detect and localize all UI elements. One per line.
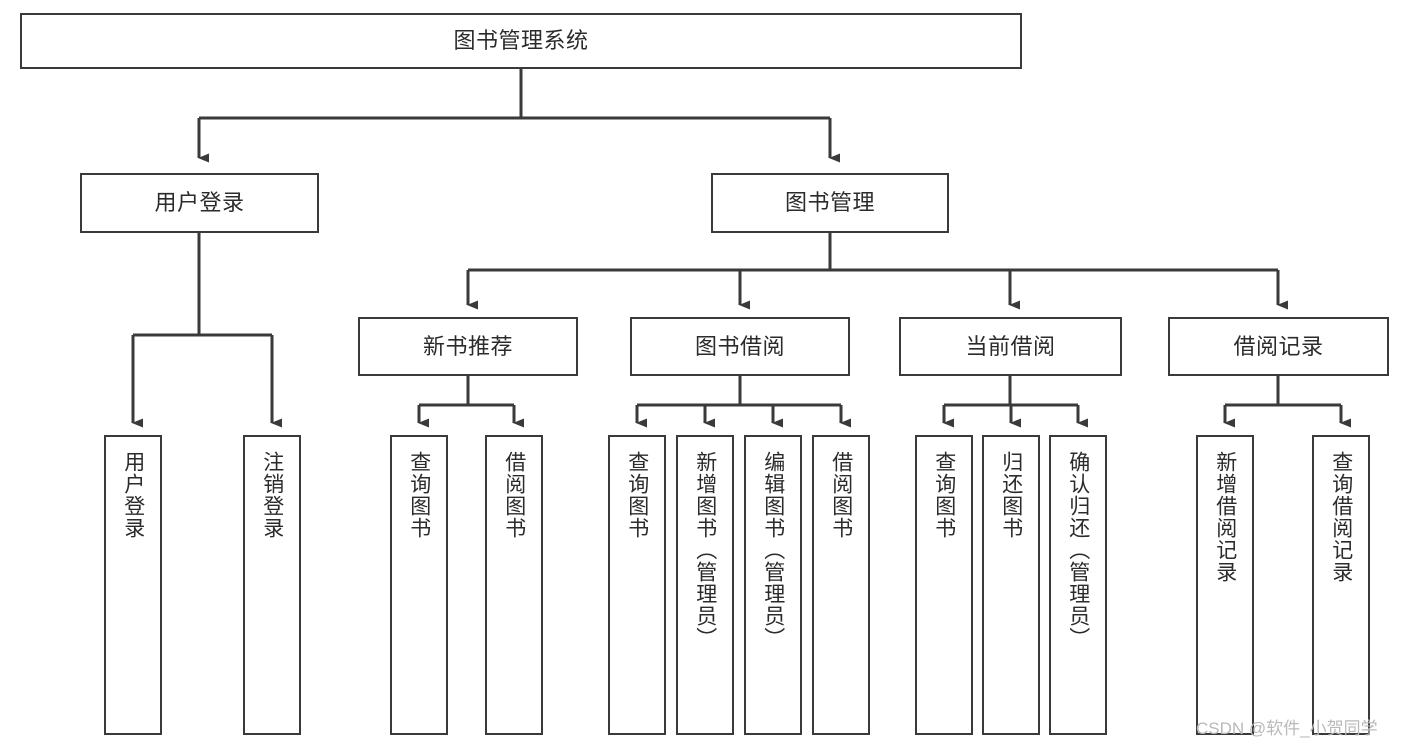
node-leaf-user-login[interactable]: 用户登录 — [104, 435, 162, 735]
node-leaf-borrow-add-book[interactable]: 新增图书（管理员） — [676, 435, 734, 735]
node-leaf-borrow-edit-book-label: 编辑图书（管理员） — [761, 451, 785, 649]
node-book-borrow-label: 图书借阅 — [694, 333, 785, 359]
node-leaf-borrow-query-book[interactable]: 查询图书 — [608, 435, 666, 735]
node-leaf-current-confirm-return[interactable]: 确认归还（管理员） — [1049, 435, 1107, 735]
node-leaf-recommend-query-book[interactable]: 查询图书 — [390, 435, 448, 735]
node-leaf-record-add-label: 新增借阅记录 — [1213, 451, 1237, 583]
node-new-book-recommend[interactable]: 新书推荐 — [358, 317, 578, 376]
node-leaf-current-confirm-return-label: 确认归还（管理员） — [1066, 451, 1090, 649]
node-leaf-borrow-edit-book[interactable]: 编辑图书（管理员） — [744, 435, 802, 735]
node-current-borrow-label: 当前借阅 — [965, 333, 1056, 359]
node-root[interactable]: 图书管理系统 — [20, 13, 1022, 69]
node-borrow-record[interactable]: 借阅记录 — [1168, 317, 1389, 376]
node-leaf-borrow-add-book-label: 新增图书（管理员） — [693, 451, 717, 649]
node-leaf-current-query-book-label: 查询图书 — [932, 451, 956, 539]
node-leaf-record-add[interactable]: 新增借阅记录 — [1196, 435, 1254, 735]
node-user-login-label: 用户登录 — [154, 190, 245, 216]
node-borrow-record-label: 借阅记录 — [1233, 333, 1324, 359]
node-leaf-borrow-borrow-book[interactable]: 借阅图书 — [812, 435, 870, 735]
node-leaf-current-return-book-label: 归还图书 — [999, 451, 1023, 539]
node-leaf-current-query-book[interactable]: 查询图书 — [915, 435, 973, 735]
node-leaf-current-return-book[interactable]: 归还图书 — [982, 435, 1040, 735]
node-book-management-label: 图书管理 — [784, 190, 875, 216]
node-leaf-logout[interactable]: 注销登录 — [243, 435, 301, 735]
node-leaf-logout-label: 注销登录 — [260, 451, 284, 539]
node-leaf-recommend-borrow-book-label: 借阅图书 — [502, 451, 526, 539]
node-leaf-user-login-label: 用户登录 — [121, 451, 145, 539]
node-book-borrow[interactable]: 图书借阅 — [630, 317, 850, 376]
node-leaf-record-query[interactable]: 查询借阅记录 — [1312, 435, 1370, 735]
node-leaf-borrow-query-book-label: 查询图书 — [625, 451, 649, 539]
node-leaf-recommend-borrow-book[interactable]: 借阅图书 — [485, 435, 543, 735]
node-new-book-recommend-label: 新书推荐 — [422, 333, 513, 359]
node-leaf-recommend-query-book-label: 查询图书 — [407, 451, 431, 539]
node-current-borrow[interactable]: 当前借阅 — [899, 317, 1122, 376]
node-book-management[interactable]: 图书管理 — [711, 173, 949, 233]
node-root-label: 图书管理系统 — [453, 28, 589, 54]
node-user-login[interactable]: 用户登录 — [80, 173, 319, 233]
node-leaf-borrow-borrow-book-label: 借阅图书 — [829, 451, 853, 539]
node-leaf-record-query-label: 查询借阅记录 — [1329, 451, 1353, 583]
